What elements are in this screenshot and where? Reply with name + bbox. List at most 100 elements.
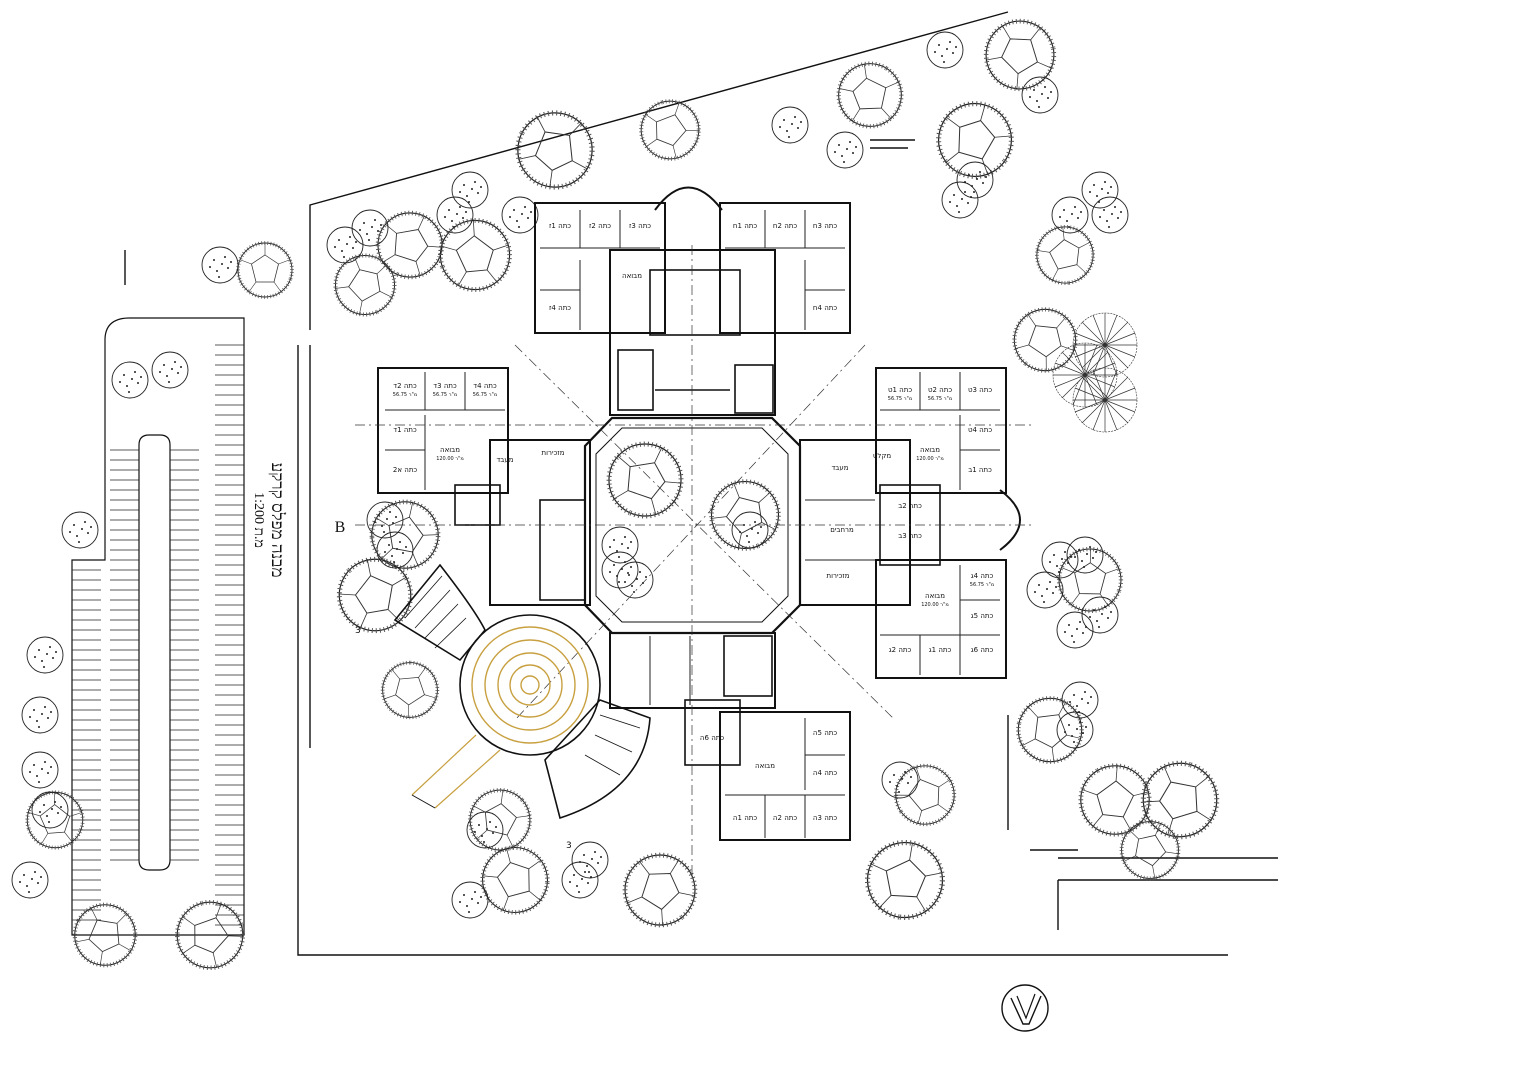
- tree-icon: [595, 430, 695, 530]
- grid-axes: [355, 245, 1035, 875]
- tree-icon: [1131, 751, 1230, 850]
- amphitheatre: [393, 563, 651, 820]
- room-label: מעבד: [496, 456, 513, 464]
- room-label: כתה 1ג: [929, 646, 952, 654]
- room-label: כתה 4ד: [473, 382, 497, 390]
- room-label: כתה 3ה: [813, 814, 837, 822]
- room-label: כתה 4ז: [549, 304, 571, 312]
- tree-icon: [619, 79, 722, 182]
- tree-icon: [363, 643, 457, 737]
- tree-icon: [873, 743, 977, 847]
- shrub-icon: [21, 751, 59, 789]
- room-label: מבואה: [440, 446, 460, 454]
- shrub-icon: [201, 246, 239, 284]
- shrub-icon: [21, 696, 59, 734]
- shrub-icon: [826, 131, 864, 169]
- shrub-icon: [571, 841, 609, 879]
- school-building: [377, 186, 1021, 841]
- interior-walls: [385, 210, 1000, 838]
- room-label: מקלט: [873, 452, 891, 460]
- room-label: מבואה: [755, 762, 775, 770]
- shrub-icon: [11, 861, 49, 899]
- room-label: מבואה: [925, 592, 945, 600]
- room-label: כתה 5ה: [813, 729, 837, 737]
- tree-icon: [822, 47, 917, 142]
- room-label: כתה 1ה: [733, 814, 757, 822]
- room-labels: כתה 2ד כתה 3ד כתה 4ד כתה 1ד כתה א2 מבואה…: [393, 222, 994, 822]
- trees: [3, 0, 1230, 993]
- tree-icon: [849, 824, 962, 937]
- shrub-icon: [941, 181, 979, 219]
- room-label: מבואה: [920, 446, 940, 454]
- room-area: מ"ר 56.75: [928, 396, 952, 402]
- room-label: כתה 3ח: [813, 222, 837, 230]
- shrub-icon: [436, 196, 474, 234]
- shrub-icon: [926, 31, 964, 69]
- site-boundary: [124, 11, 1278, 956]
- shrub-icon: [466, 811, 504, 849]
- room-label: כתה 3ד: [433, 382, 457, 390]
- tree-icon: [1014, 204, 1116, 306]
- shrub-icon: [1081, 171, 1119, 209]
- section-cut-label: 3: [566, 841, 572, 851]
- tree-icon: [598, 828, 721, 951]
- room-area: מ"ר 56.75: [888, 396, 912, 402]
- shrub-icon: [1081, 596, 1119, 634]
- shrub-icon: [731, 511, 769, 549]
- conifer-icon: [1072, 312, 1138, 378]
- plan-scale: 1:200 מ.ת: [251, 492, 266, 548]
- room-label: מזכירות: [542, 449, 565, 457]
- shrub-icon: [561, 861, 599, 899]
- room-area: מ"ר 120.00: [921, 602, 949, 608]
- room-label: כתה 3ט: [968, 386, 992, 394]
- tree-icon: [960, 0, 1079, 115]
- room-label: כתה 6ג: [971, 646, 994, 654]
- tree-icon: [413, 193, 538, 318]
- room-label: כתה 2ה: [773, 814, 797, 822]
- room-area: מ"ר 56.75: [970, 582, 994, 588]
- room-area: מ"ר 56.75: [393, 392, 417, 398]
- room-label: כתה 1ד: [393, 426, 417, 434]
- room-label: כתה 2ט: [928, 386, 952, 394]
- room-label: כתה 4ח: [813, 304, 837, 312]
- room-label: כתה 2ז: [589, 222, 611, 230]
- tree-icon: [366, 201, 454, 289]
- north-arrow-icon: [1001, 984, 1049, 1032]
- room-label: מזכירות: [827, 572, 850, 580]
- room-label: כתה 1ט: [888, 386, 912, 394]
- room-label: כתה 5ג: [971, 612, 994, 620]
- tree-icon: [1096, 796, 1204, 904]
- tree-icon: [917, 82, 1032, 197]
- shrub-icon: [451, 171, 489, 209]
- shrub-icon: [61, 511, 99, 549]
- shrub-icon: [1056, 611, 1094, 649]
- room-label: כתה 1ב: [968, 466, 992, 474]
- shrub-icon: [771, 106, 809, 144]
- shrub-icon: [501, 196, 539, 234]
- shrub-icon: [451, 881, 489, 919]
- room-label: כתה 1ח: [733, 222, 757, 230]
- room-label: כתה 6ה: [700, 734, 724, 742]
- room-label: כתה 2ג: [889, 646, 912, 654]
- room-label: כתה 2ב: [898, 502, 922, 510]
- room-label: כתה 4ג: [971, 572, 994, 580]
- section-marker: B: [335, 519, 346, 536]
- shrub-icon: [151, 351, 189, 389]
- shrub-icon: [601, 526, 639, 564]
- room-area: מ"ר 120.00: [916, 456, 944, 462]
- conifer-icon: [1052, 342, 1118, 408]
- shrub-icon: [326, 226, 364, 264]
- shrub-icon: [111, 361, 149, 399]
- shrub-icon: [956, 161, 994, 199]
- room-label: כתה 2ד: [393, 382, 417, 390]
- room-label: כתה 3ז: [629, 222, 651, 230]
- room-area: מ"ר 120.00: [436, 456, 464, 462]
- tree-icon: [228, 233, 302, 307]
- room-label: מרחבים: [830, 526, 854, 534]
- room-label: כתה 4ט: [968, 426, 992, 434]
- room-area: מ"ר 56.75: [433, 392, 457, 398]
- tree-icon: [1050, 540, 1131, 621]
- section-cut-label: 3: [355, 626, 361, 636]
- room-label: כתה 2ח: [773, 222, 797, 230]
